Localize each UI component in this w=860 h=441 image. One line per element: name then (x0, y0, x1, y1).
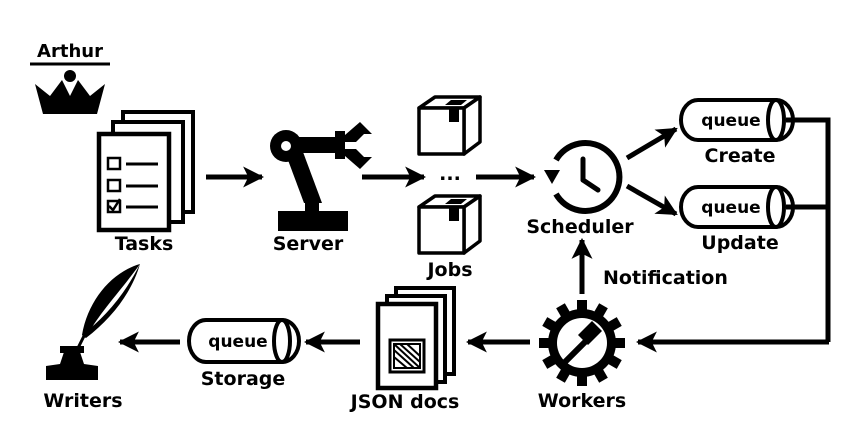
update-label: Update (701, 232, 778, 254)
arrow-scheduler-create (625, 126, 678, 161)
storage-label: Storage (201, 368, 286, 390)
queue-update: queue (679, 185, 795, 229)
tasks-label: Tasks (115, 233, 174, 255)
gear-tooth (577, 372, 587, 386)
tasks-icon (96, 110, 195, 233)
box-icon (417, 95, 482, 156)
box-icon (417, 194, 482, 255)
clock-icon (544, 140, 623, 214)
robot-arm-icon (270, 122, 372, 231)
json-docs-label: JSON docs (349, 391, 460, 413)
arthur-title: Arthur (30, 41, 110, 66)
arthur-label: Arthur (37, 41, 103, 62)
queue-create: queue (679, 98, 795, 142)
workers-label: Workers (538, 390, 626, 412)
jobs-label: Jobs (425, 259, 472, 281)
queue-storage: queue (187, 318, 301, 364)
json-docs-icon (375, 286, 456, 391)
queue-to-workers-connector (635, 117, 831, 353)
queue-update-text: queue (701, 198, 760, 218)
create-label: Create (705, 145, 776, 167)
scheduler-label: Scheduler (526, 216, 634, 238)
notification-label: Notification (603, 267, 728, 289)
writers-label: Writers (43, 390, 122, 412)
gear-tooth (577, 300, 587, 314)
quill-inkwell-icon (46, 264, 140, 380)
queue-storage-text: queue (208, 332, 267, 352)
crown-icon (35, 70, 105, 114)
jobs-ellipsis: ... (439, 163, 461, 185)
gear-hammer-icon (539, 300, 625, 386)
server-label: Server (273, 233, 344, 255)
queue-create-text: queue (701, 111, 760, 131)
arrow-scheduler-update (625, 183, 678, 217)
